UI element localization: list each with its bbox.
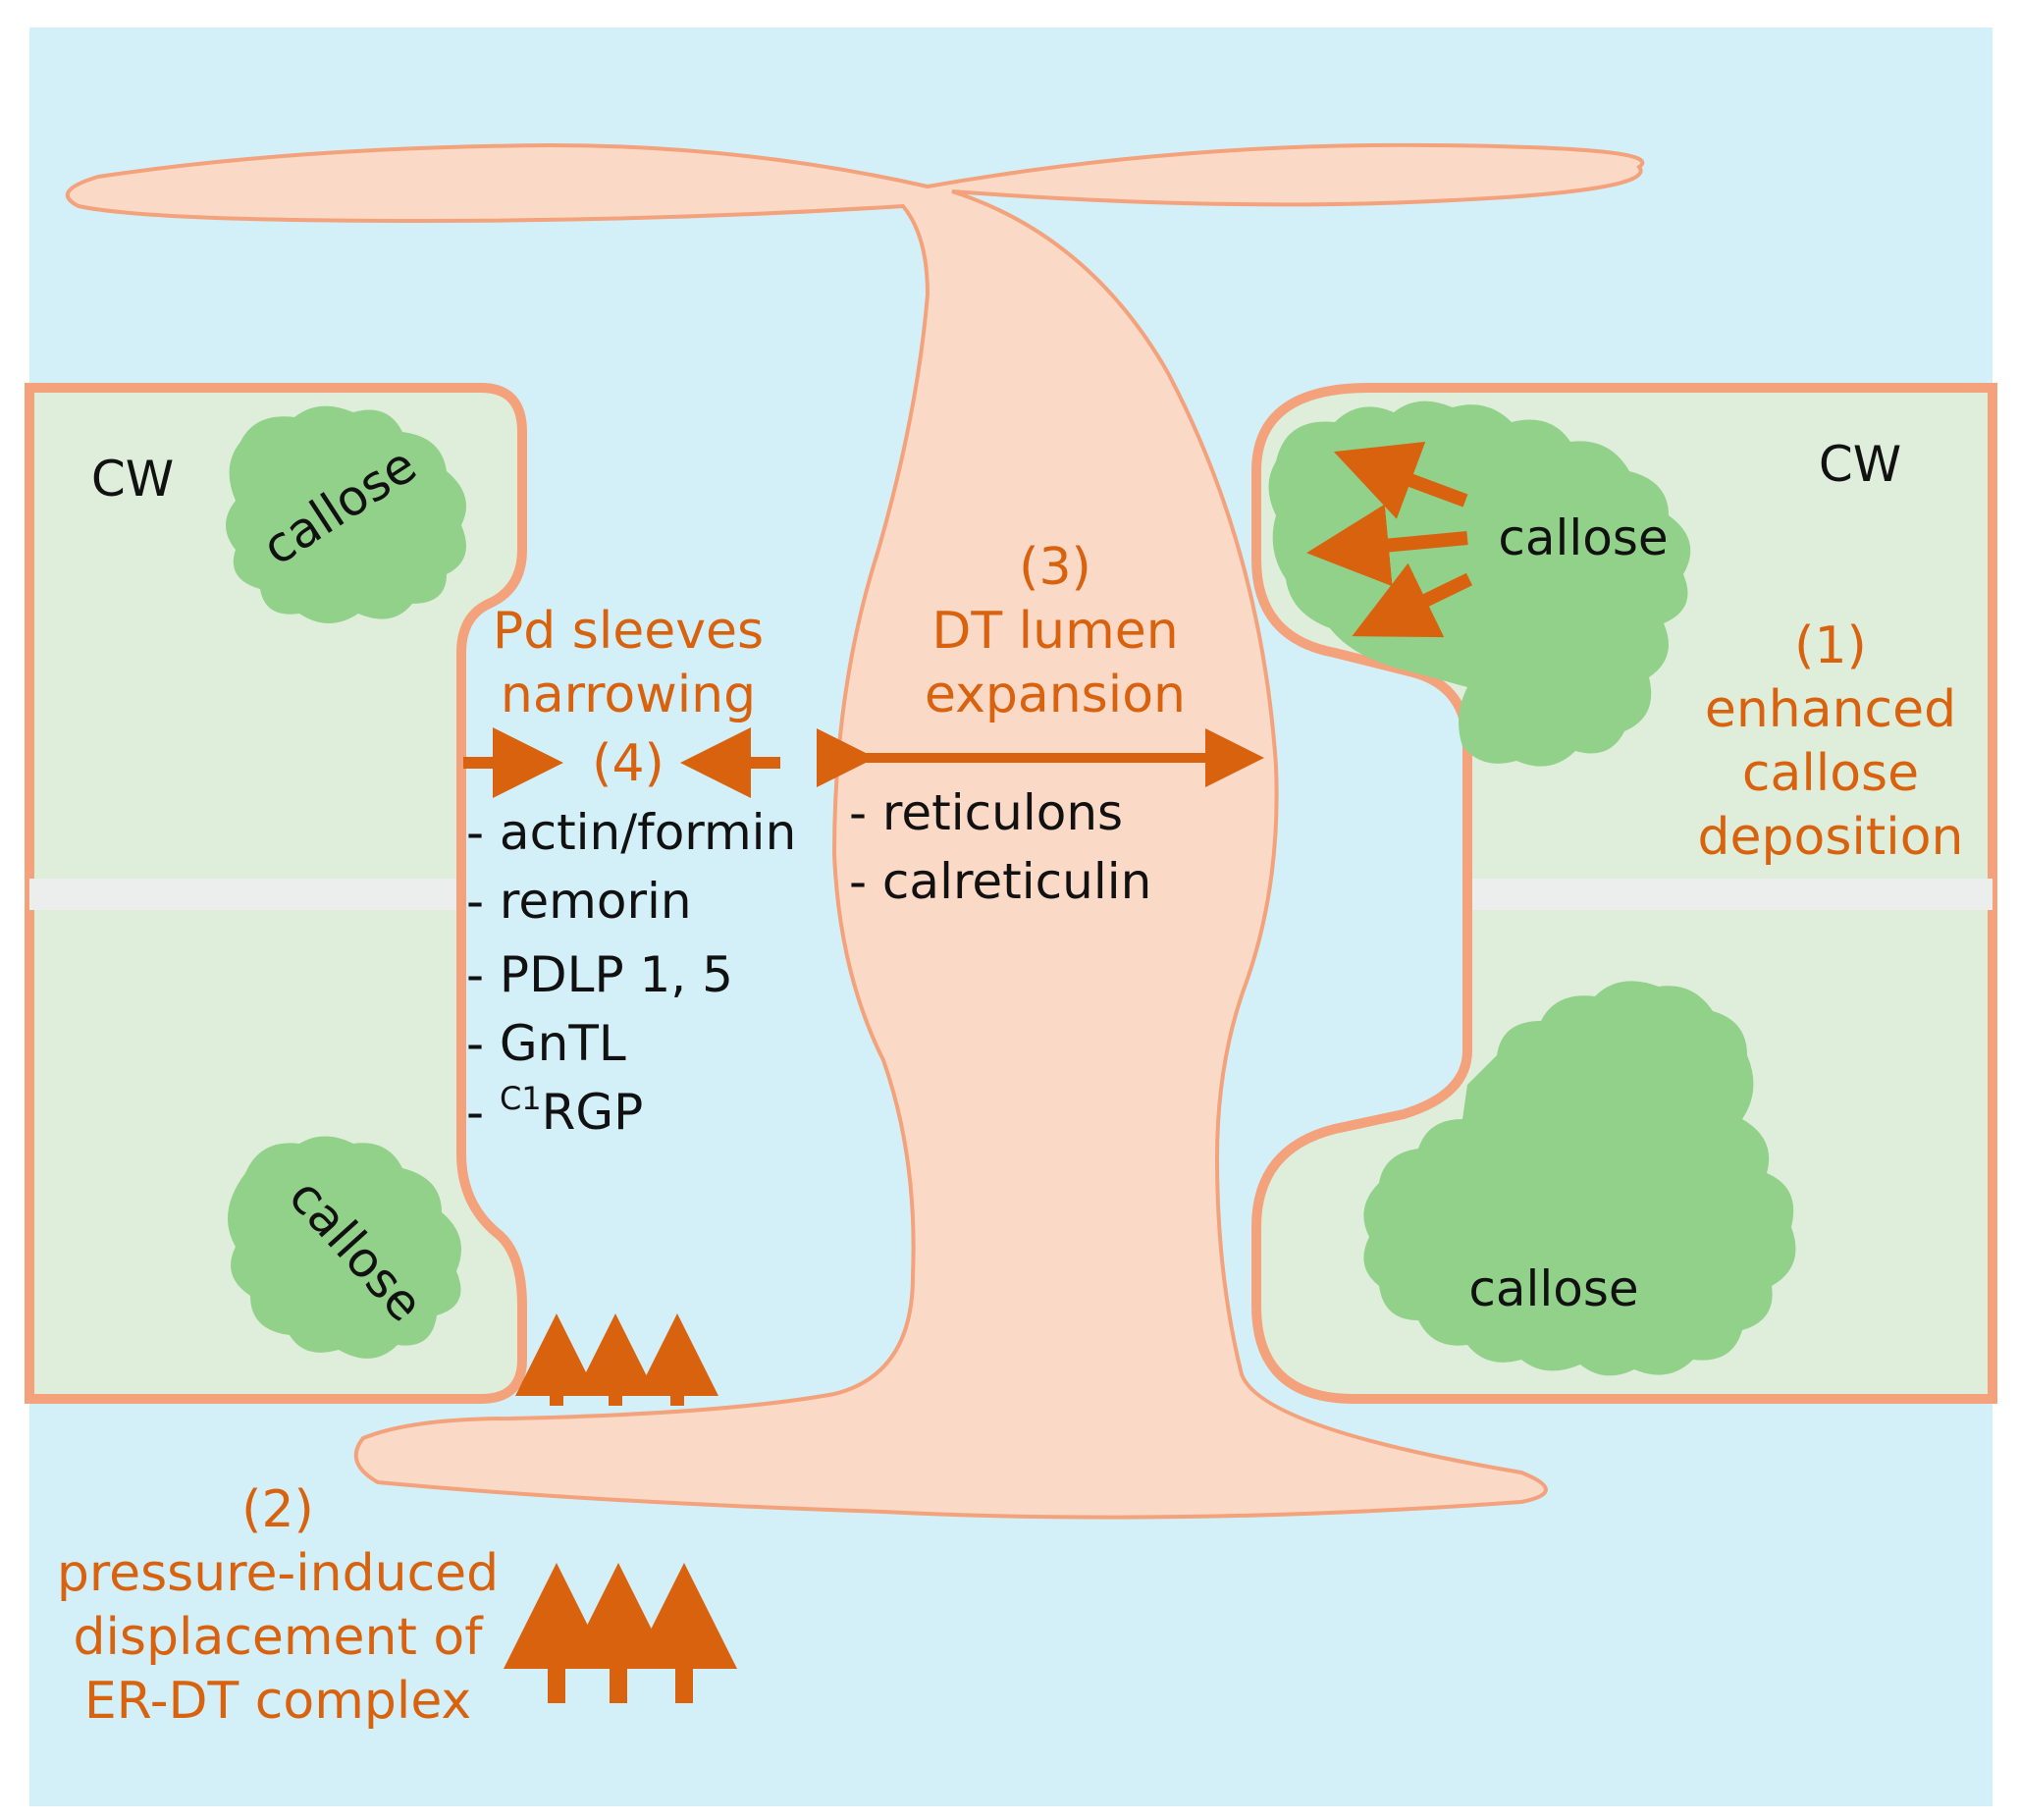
step4-line1: Pd sleeves [493,602,764,661]
step1-number: (1) [1794,616,1867,675]
step1-label: (1) enhanced callose deposition [1698,616,1964,867]
callose-label-bottom-right: callose [1468,1260,1638,1317]
sleeve-factor-item: - PDLP 1, 5 [466,946,733,1003]
callose-arrow-2 [1306,504,1468,587]
step2-line2: displacement of [73,1608,484,1667]
step3-line2: expansion [925,666,1186,724]
step2-line3: ER-DT complex [84,1672,471,1731]
step4-line2: narrowing [501,666,756,724]
step3-label: (3) DT lumen expansion [925,538,1186,724]
dt-factor-item: - calreticulin [849,853,1151,910]
cell-wall-label-left: CW [91,451,174,508]
c1rgp-main: RGP [542,1084,644,1141]
callose-blob-bottom-left [228,1136,461,1359]
sleeve-factor-item: - actin/formin [466,804,796,861]
step3-number: (3) [1019,538,1091,597]
step1-line3: deposition [1698,808,1964,867]
callose-arrow-1 [1333,442,1468,519]
step4-label: Pd sleeves narrowing (4) [493,602,764,793]
step2-label: (2) pressure-induced displacement of ER-… [57,1480,499,1731]
step3-line1: DT lumen [931,602,1178,661]
step1-line1: enhanced [1705,680,1956,739]
sleeve-factor-item: - remorin [466,873,692,930]
callose-arrow-3 [1352,562,1473,638]
step2-number: (2) [241,1480,314,1539]
middle-lamella-right [1472,879,1992,910]
middle-lamella-left [29,879,456,910]
er-desmotubule-complex [65,142,1645,1520]
cell-wall-label-right: CW [1819,436,1901,493]
step2-line1: pressure-induced [57,1544,499,1603]
callose-blob-top-left [226,405,466,623]
callose-blob-bottom-right [1363,981,1796,1376]
callose-label-top-right: callose [1498,509,1668,566]
c1rgp-prefix: - [466,1084,500,1141]
sleeve-factor-list: - actin/formin - remorin - PDLP 1, 5 - G… [466,804,796,1141]
step1-line2: callose [1742,744,1919,803]
dt-factor-list: - reticulons - calreticulin [849,784,1151,910]
sleeve-factor-item-c1rgp: - C1RGP [466,1080,643,1141]
dt-factor-item: - reticulons [849,784,1123,841]
step4-number: (4) [592,734,664,793]
sleeve-factor-item: - GnTL [466,1015,626,1072]
c1rgp-superscript: C1 [500,1080,542,1117]
